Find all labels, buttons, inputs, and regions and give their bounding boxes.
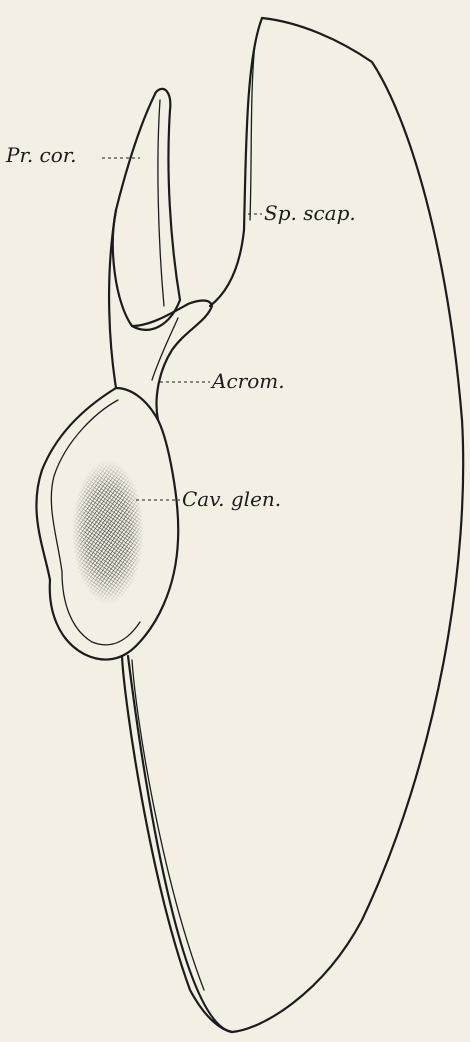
coracoid-inner-edge	[158, 100, 164, 306]
inferior-border-inner	[132, 660, 204, 990]
label-cavitas-glenoidalis: Cav. glen.	[182, 487, 281, 511]
coracoid-process-outline	[113, 89, 180, 330]
glenoid-shading	[72, 460, 144, 604]
label-spina-scapulae: Sp. scap.	[264, 201, 356, 225]
inferior-border-left	[122, 656, 232, 1032]
label-acromion: Acrom.	[210, 369, 285, 393]
label-processus-coracoideus: Pr. cor.	[5, 143, 77, 167]
neck-outline-left	[109, 210, 116, 388]
